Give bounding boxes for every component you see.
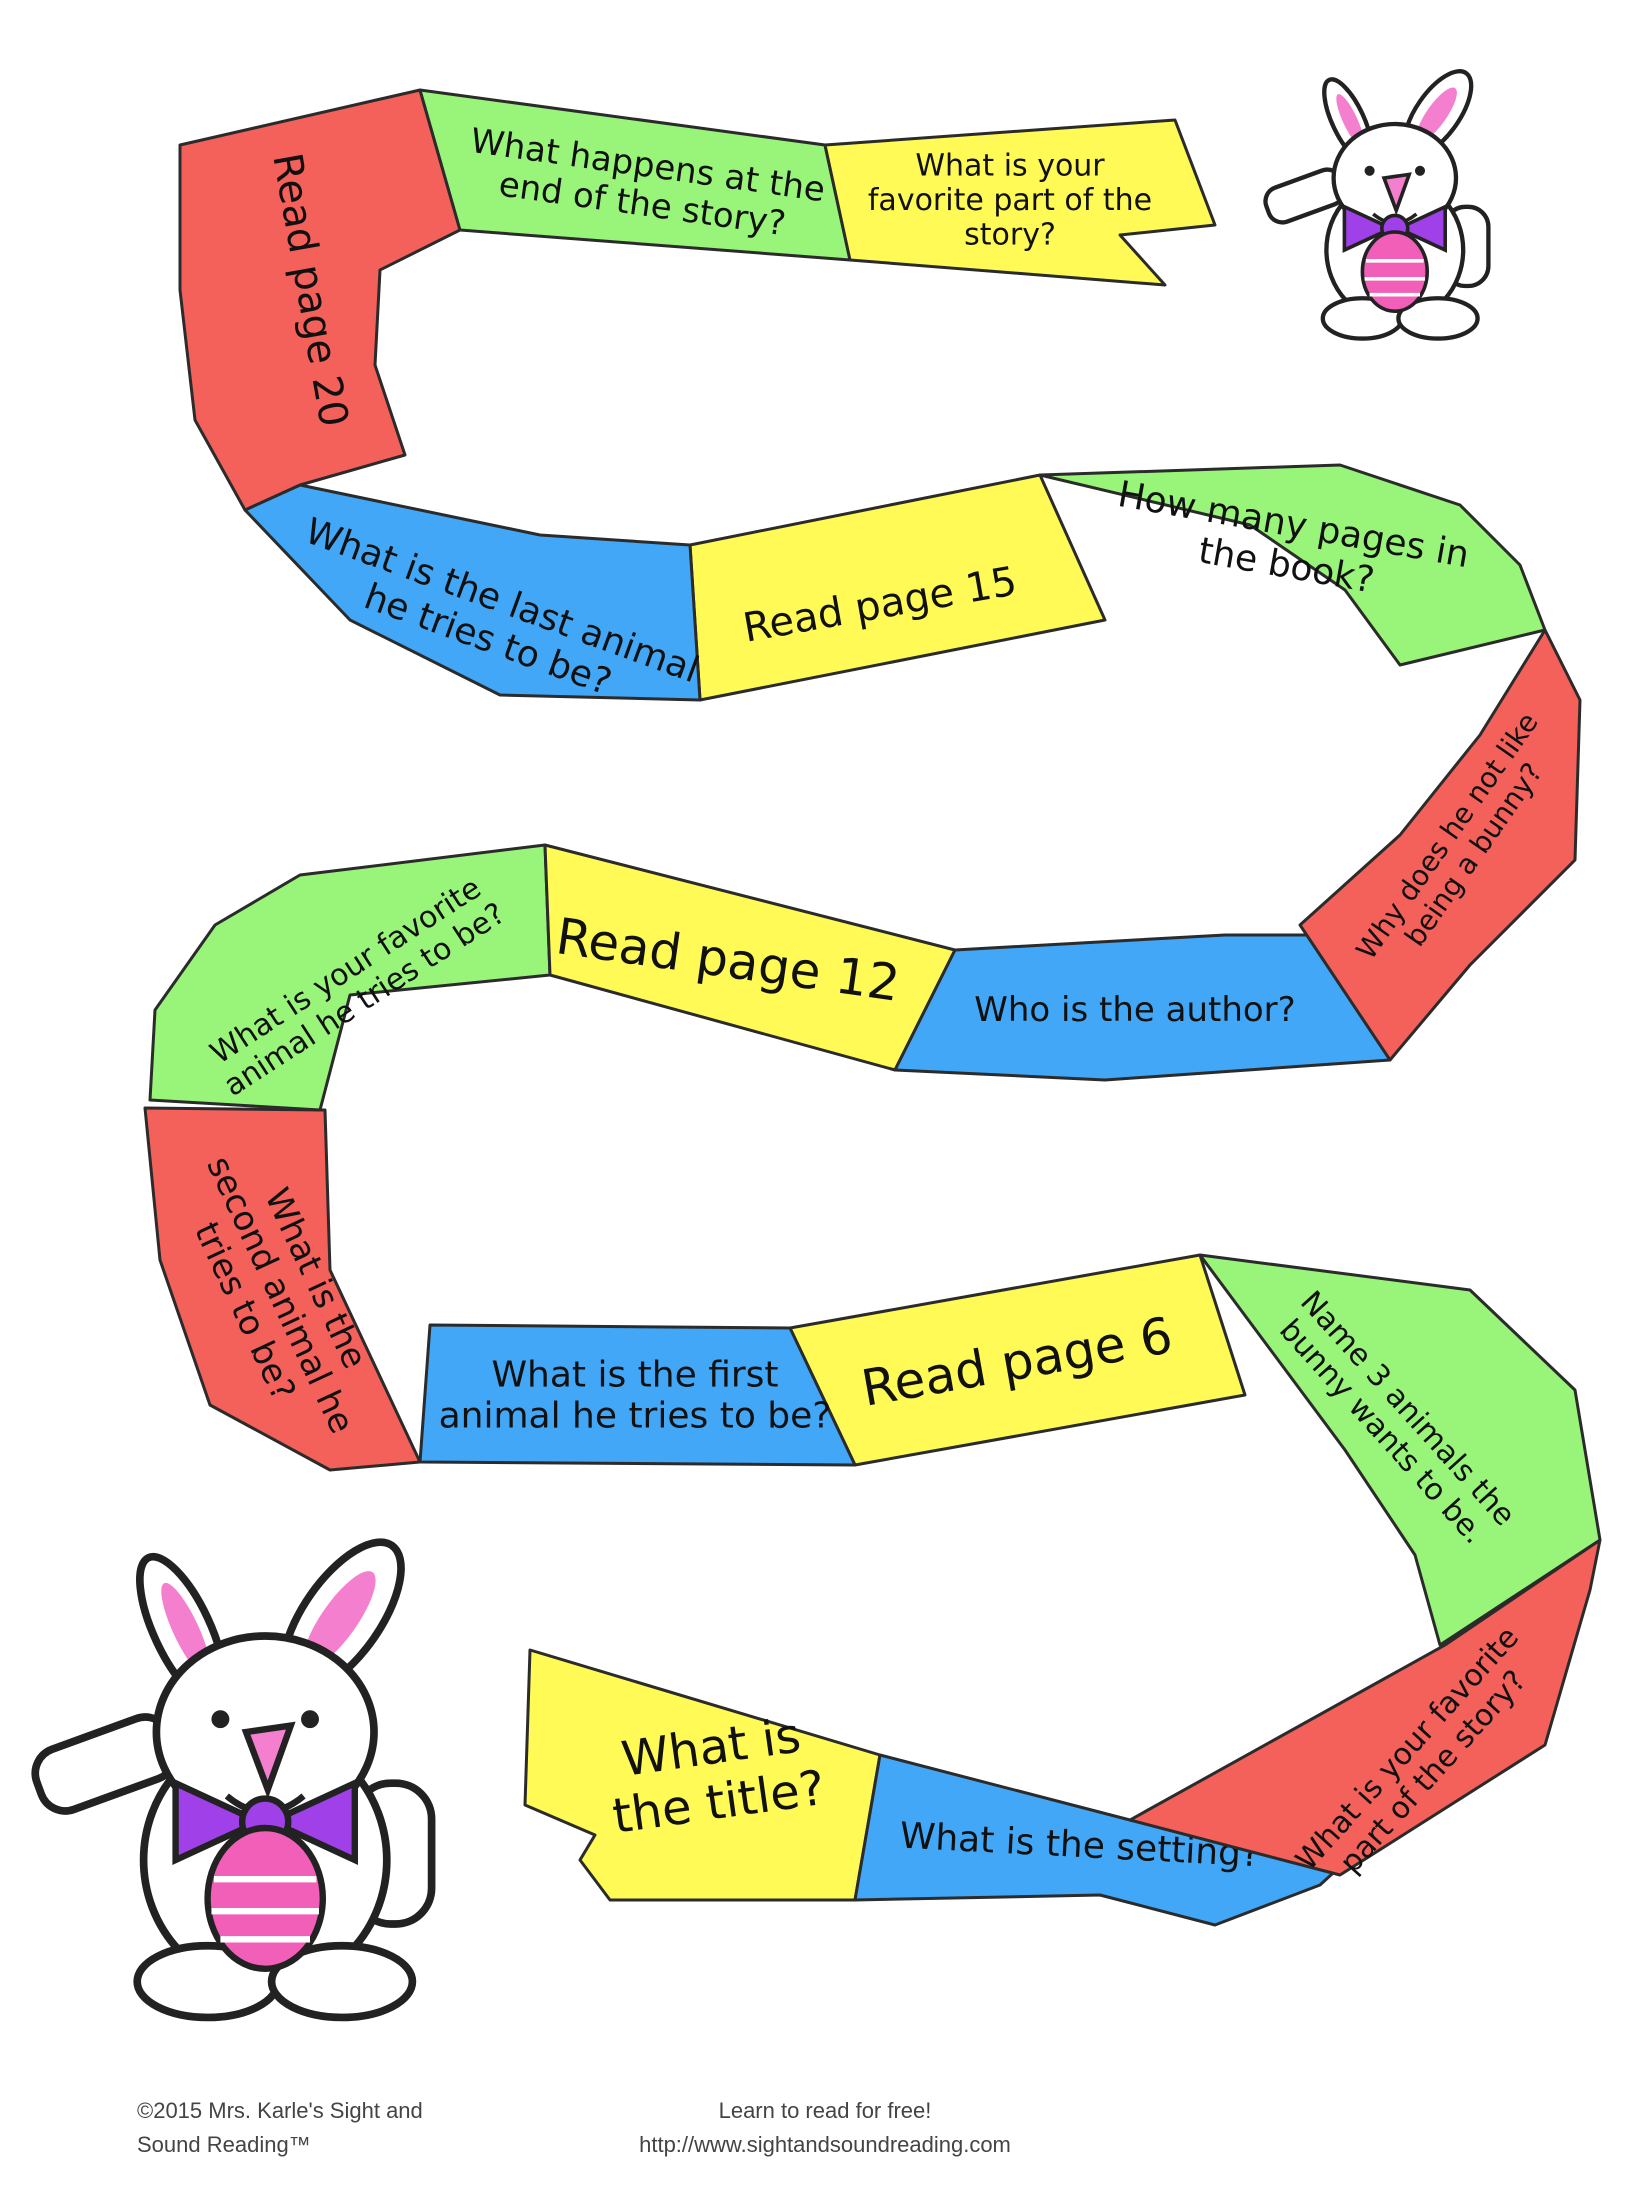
board-square: What happens at theend of the story? [418,88,852,262]
board-square-shape [418,1323,857,1467]
footer-url-link[interactable]: http://www.sightandsoundreading.com [639,2132,1011,2157]
board-square-label-line: story? [964,217,1056,252]
copyright-line-2: Sound Reading™ [137,2132,311,2157]
board-square-shape [143,1106,422,1472]
footer-tagline: Learn to read for free! [718,2098,932,2123]
board-square-label-line: animal he tries to be? [439,1395,832,1436]
board-square: Who is the author? [893,933,1392,1082]
board-square: What is thesecond animal hetries to be? [143,1106,422,1472]
copyright-line-1: ©2015 Mrs. Karle's Sight and [137,2098,423,2123]
copyright-notice: ©2015 Mrs. Karle's Sight and Sound Readi… [137,2094,423,2162]
board-square-shape [823,118,1217,287]
board-square: Read page 6 [788,1253,1247,1467]
board-square-label: Who is the author? [974,990,1295,1030]
board-square-label-line: favorite part of the [868,183,1152,218]
board-square-shape [1298,628,1582,1062]
board-square-shape [243,483,702,702]
board-square-label-line: What is the first [491,1354,778,1395]
board-square: What is your favoriteanimal he tries to … [148,843,552,1112]
board-square-shape [1038,463,1547,667]
board-square-shape [1128,1538,1602,1877]
footer-promo: Learn to read for free! http://www.sight… [595,2094,1055,2162]
bunny-illustration-bottom [31,1538,436,2022]
bunny-illustration-top [1263,69,1491,341]
board-square: How many pages inthe book? [1038,463,1547,667]
board-square-shape [1198,1253,1602,1647]
board-square: Read page 15 [688,473,1107,702]
board-path: What isthe title?What is the setting?Wha… [143,88,1602,1927]
board-square: What is the last animalhe tries to be? [243,483,704,703]
board-square: Read page 20 [178,88,462,512]
board-square-label-line: Who is the author? [974,990,1295,1030]
board-square: What isthe title? [523,1648,882,1902]
board-square: Read page 12 [543,843,957,1072]
board-square-label-line: What is your [915,148,1105,183]
